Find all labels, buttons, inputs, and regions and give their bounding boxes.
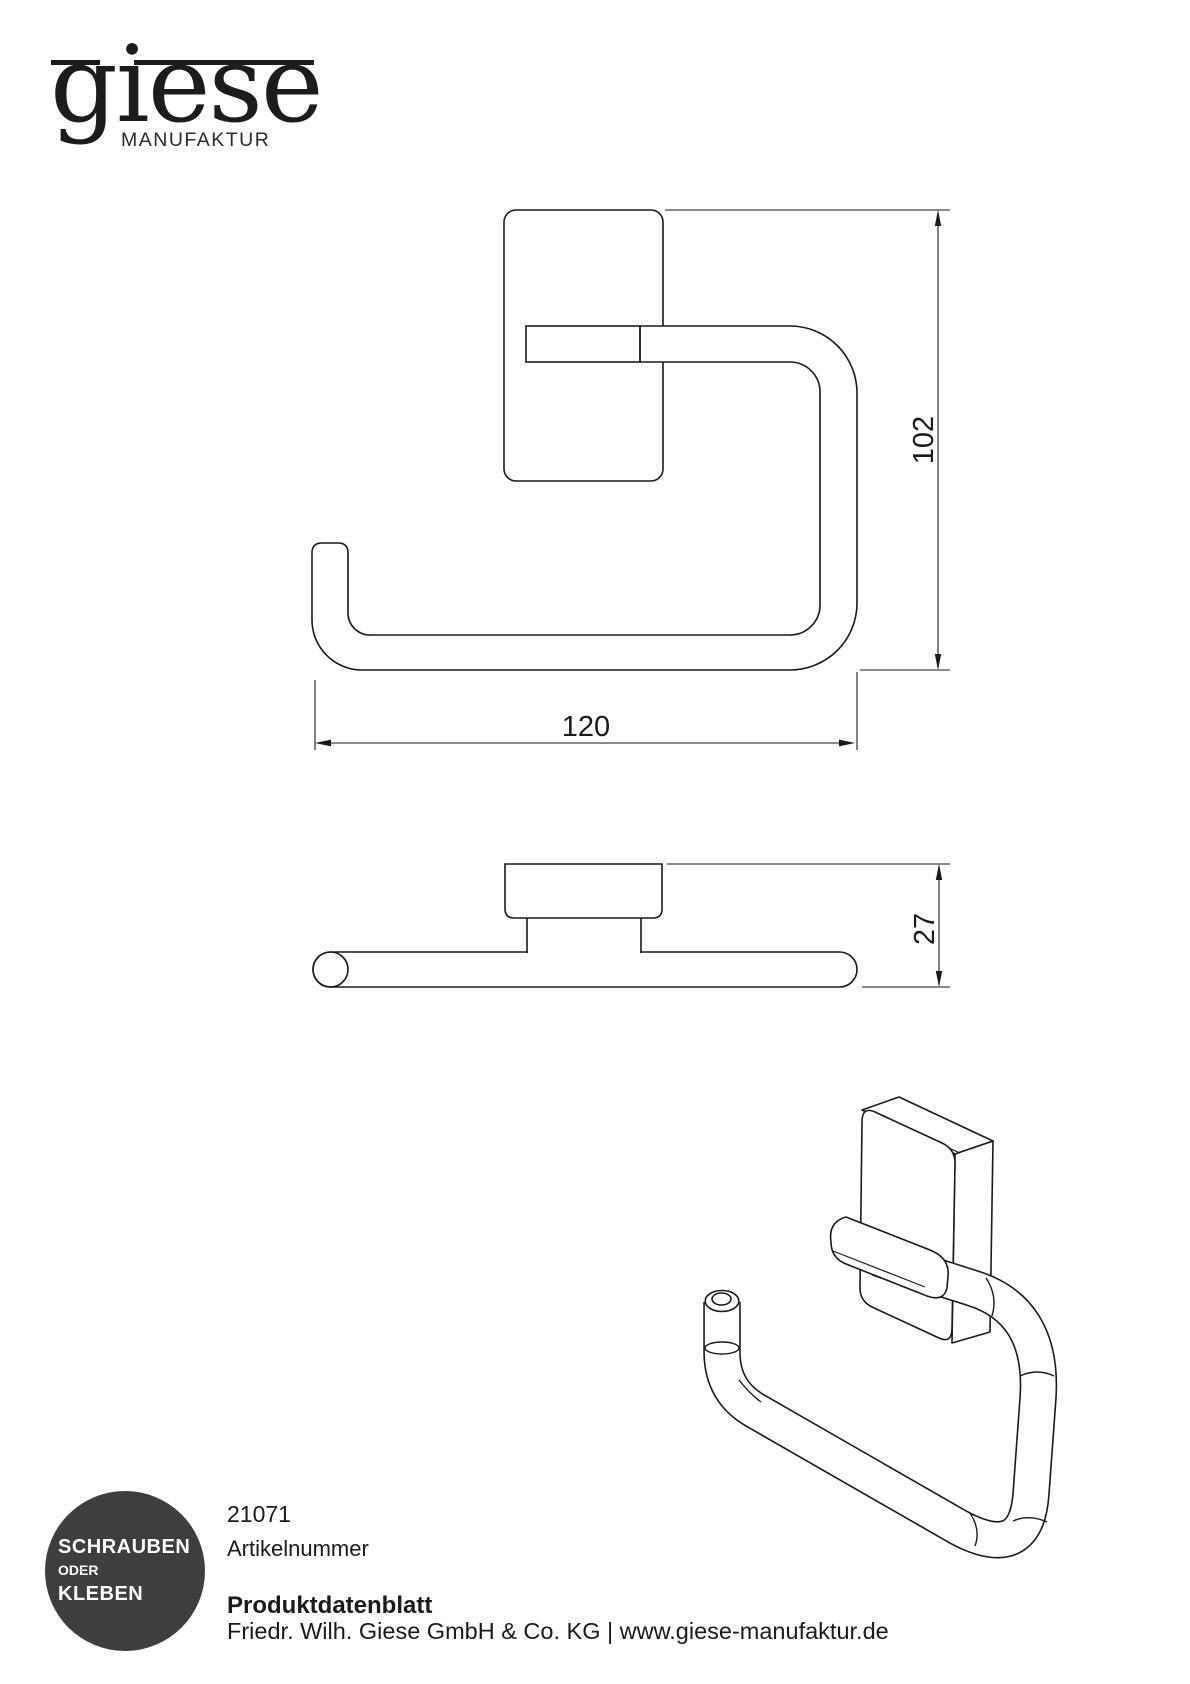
iso-tube-core xyxy=(704,1241,1056,1557)
logo-rule-right xyxy=(134,60,314,65)
logo-rule-left xyxy=(51,60,100,65)
front-holder-tube xyxy=(311,325,858,671)
company-line: Friedr. Wilh. Giese GmbH & Co. KG | www.… xyxy=(227,1618,889,1644)
dimension-label-height: 102 xyxy=(908,415,940,465)
iso-stem xyxy=(829,1216,949,1299)
top-view-drawing xyxy=(312,863,950,988)
badge-line-oder: ODER xyxy=(58,1562,99,1578)
article-number-label: Artikelnummer xyxy=(227,1536,369,1561)
brand-subtitle: MANUFAKTUR xyxy=(121,129,271,151)
badge-line-schrauben: SCHRAUBEN xyxy=(58,1536,191,1558)
front-tube-slot xyxy=(525,325,641,363)
top-tube-tip xyxy=(312,951,349,988)
top-tube xyxy=(312,951,858,988)
brand-logo: giese MANUFAKTUR xyxy=(50,23,324,170)
dimension-label-width: 120 xyxy=(561,711,611,743)
iso-tube-tip-hole xyxy=(711,1292,732,1306)
iso-plate-front-face xyxy=(859,1109,956,1341)
top-depth-dimension xyxy=(667,863,950,988)
mounting-badge: SCHRAUBEN ODER KLEBEN xyxy=(45,1491,205,1651)
front-wall-plate xyxy=(503,209,664,482)
document-title: Produktdatenblatt xyxy=(227,1592,433,1619)
front-width-dimension xyxy=(314,672,858,750)
dimension-label-depth: 27 xyxy=(909,912,941,946)
brand-wordmark: giese xyxy=(50,23,324,146)
front-view-drawing xyxy=(311,209,950,750)
front-height-dimension xyxy=(665,209,950,671)
top-wall-plate xyxy=(504,863,663,919)
isometric-view-drawing xyxy=(703,1096,1058,1559)
badge-line-kleben: KLEBEN xyxy=(58,1583,144,1605)
article-number: 21071 xyxy=(227,1501,291,1527)
